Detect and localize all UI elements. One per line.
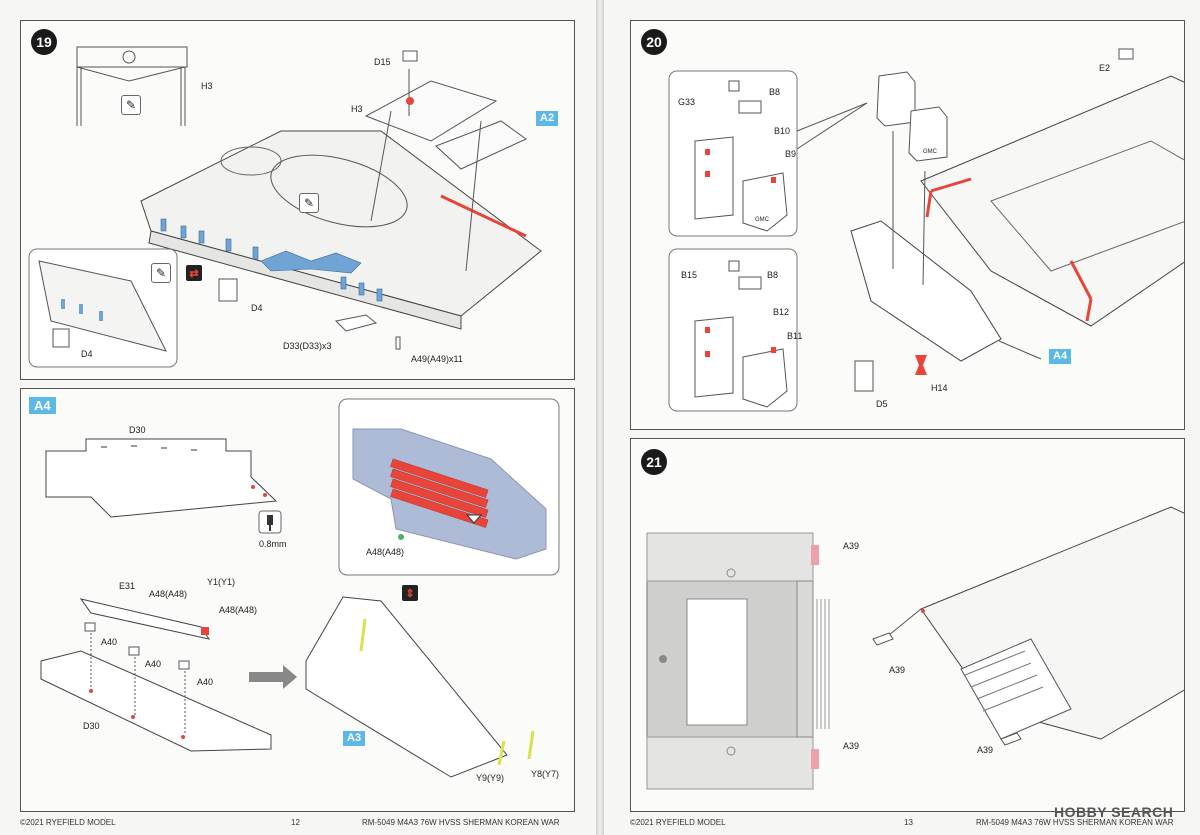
svg-text:⇕: ⇕ <box>405 588 414 600</box>
label-a39-d: A39 <box>977 745 994 755</box>
label-b15: B15 <box>681 270 698 280</box>
label-h14: H14 <box>931 383 948 393</box>
right-page: 20 G33 B8 B10 B9 B15 B8 B12 B11 GMC GMC … <box>604 0 1200 835</box>
label-a39-c: A39 <box>889 665 906 675</box>
ref-tag-a4-step20: A4 <box>1049 349 1072 364</box>
cement-icon-hull: ✎ <box>299 193 319 213</box>
label-y1: Y1(Y1) <box>207 577 236 587</box>
a4-drawing: ⇕ <box>40 398 560 778</box>
a4-panel: ⇕ A4 D30 0.8mm A48(A48) E31 A48(A48) Y1(… <box>20 388 575 812</box>
label-d4-main: D4 <box>251 303 263 313</box>
label-a40-a: A40 <box>101 637 118 647</box>
step-20-drawing <box>668 48 1184 412</box>
label-a48-detail: A48(A48) <box>366 547 405 557</box>
ref-tag-a3: A3 <box>343 731 366 746</box>
step-21-number: 21 <box>641 449 667 475</box>
step-21-panel: 21 A39 A39 A39 A39 <box>630 438 1185 812</box>
cement-icon: ✎ <box>121 95 141 115</box>
label-b8-a: B8 <box>769 87 781 97</box>
label-a39-a: A39 <box>843 541 860 551</box>
label-gmc-a: GMC <box>755 217 769 223</box>
left-footer-page: 12 <box>291 818 300 827</box>
right-footer-title: RM-5049 M4A3 76W HVSS SHERMAN KOREAN WAR <box>976 818 1174 827</box>
label-b8-b: B8 <box>767 270 779 280</box>
label-d15: D15 <box>374 57 391 67</box>
label-y9: Y9(Y9) <box>476 773 505 783</box>
label-a48-b: A48(A48) <box>219 605 258 615</box>
step-20-number: 20 <box>641 29 667 55</box>
label-g33: G33 <box>678 97 696 107</box>
label-d4-inset: D4 <box>81 349 93 359</box>
label-a39-b: A39 <box>843 741 860 751</box>
label-a40-b: A40 <box>145 659 162 669</box>
label-b9: B9 <box>785 149 797 159</box>
ref-tag-a2: A2 <box>536 111 559 126</box>
label-a48-a: A48(A48) <box>149 589 188 599</box>
label-d33: D33(D33)x3 <box>283 341 332 351</box>
left-footer-title: RM-5049 M4A3 76W HVSS SHERMAN KOREAN WAR <box>362 818 560 827</box>
step-21-drawing <box>646 506 1184 790</box>
label-gmc-b: GMC <box>923 149 937 155</box>
label-b10: B10 <box>774 126 791 136</box>
step-19-number: 19 <box>31 29 57 55</box>
label-d5: D5 <box>876 399 888 409</box>
rotate-view-icon: ⇄ <box>186 265 202 281</box>
label-b11: B11 <box>787 331 803 341</box>
ref-tag-a4: A4 <box>29 397 56 414</box>
left-page: 19 ✎ ✎ ✎ ⇄ A2 H3 D15 H3 D4 D4 D33(D33)x3… <box>0 0 596 835</box>
label-h3-top: H3 <box>201 81 213 91</box>
label-h3-mid: H3 <box>351 104 363 114</box>
label-e2: E2 <box>1099 63 1111 73</box>
cement-icon-inset: ✎ <box>151 263 171 283</box>
left-footer-copyright: ©2021 RYEFIELD MODEL <box>20 818 116 827</box>
label-b12: B12 <box>773 307 790 317</box>
label-y8: Y8(Y7) <box>531 769 560 779</box>
right-footer-page: 13 <box>904 818 913 827</box>
watermark-logo: HOBBY SEARCH <box>1054 804 1174 820</box>
label-drill-size: 0.8mm <box>259 539 287 549</box>
step-20-panel: 20 G33 B8 B10 B9 B15 B8 B12 B11 GMC GMC … <box>630 20 1185 430</box>
label-d30-top: D30 <box>129 425 146 435</box>
book-spine <box>596 0 604 835</box>
label-a40-c: A40 <box>197 677 214 687</box>
label-e31: E31 <box>119 581 136 591</box>
right-footer-copyright: ©2021 RYEFIELD MODEL <box>630 818 726 827</box>
label-d30-bottom: D30 <box>83 721 100 731</box>
label-a49: A49(A49)x11 <box>411 354 463 364</box>
step-19-drawing <box>28 46 542 368</box>
step-19-panel: 19 ✎ ✎ ✎ ⇄ A2 H3 D15 H3 D4 D4 D33(D33)x3… <box>20 20 575 380</box>
